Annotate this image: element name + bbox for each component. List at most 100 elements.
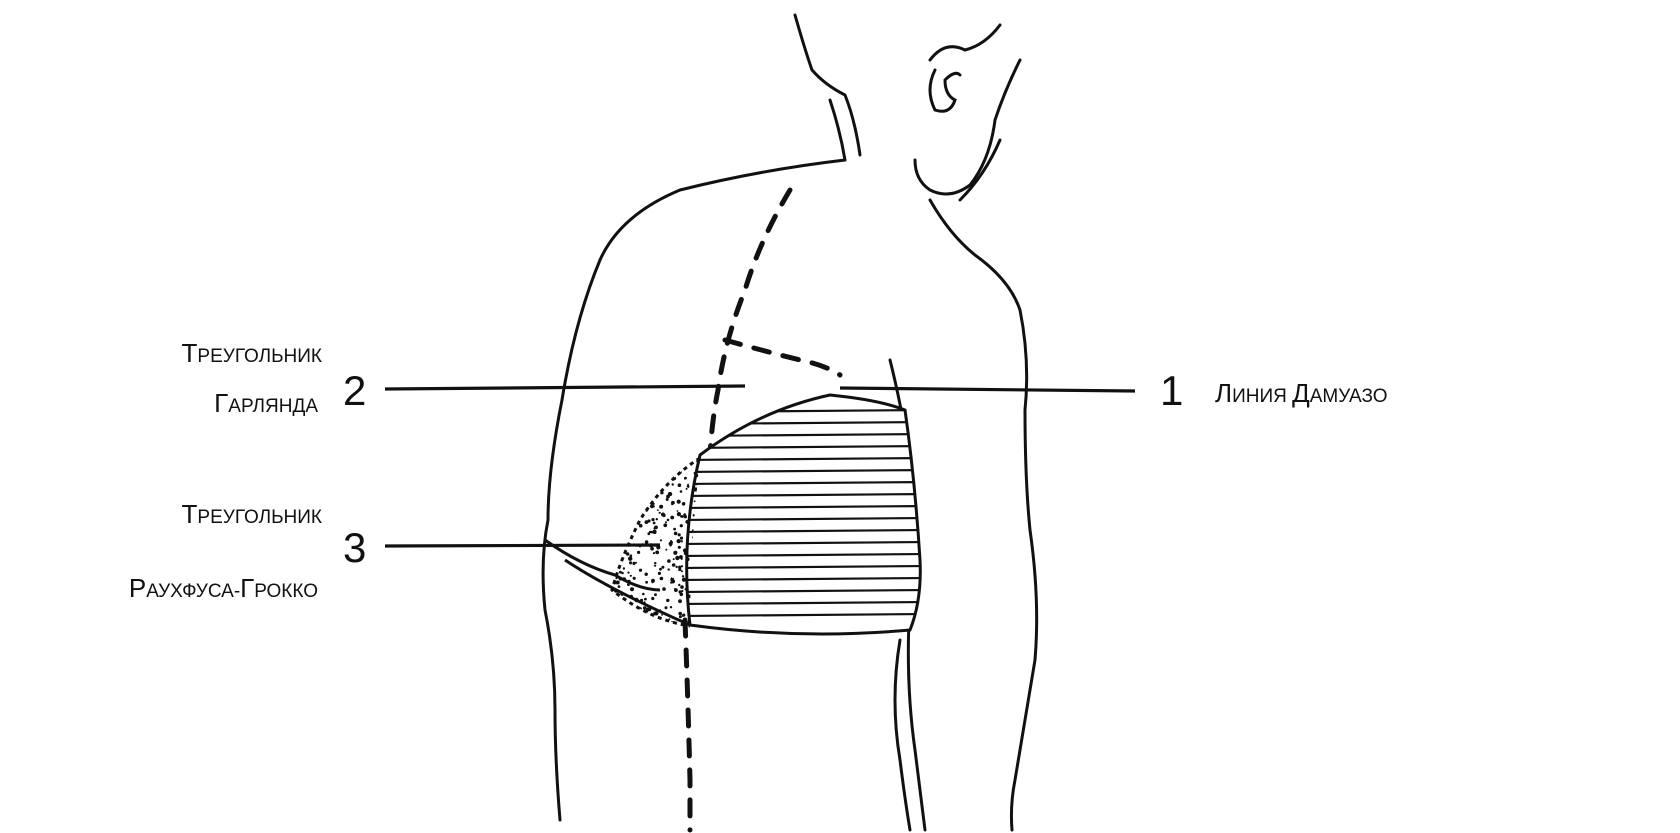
stipple-dot <box>650 497 654 501</box>
stipple-dot <box>607 459 611 463</box>
label-line-damoiseau: 1 ЛИНИЯ ДАМУАЗО <box>1160 367 1388 414</box>
stipple-dot <box>628 531 631 534</box>
stipple-dot <box>659 512 661 514</box>
stipple-dot <box>653 503 655 505</box>
stipple-dot <box>665 549 667 551</box>
stipple-dot <box>679 458 682 461</box>
stipple-dot <box>651 620 654 623</box>
stipple-dot <box>680 490 683 493</box>
stipple-dot <box>618 479 621 482</box>
stipple-dot <box>654 565 656 567</box>
stipple-dot <box>638 494 642 498</box>
stipple-dot <box>616 532 618 534</box>
stipple-dot <box>653 531 656 534</box>
stipple-dot <box>612 507 615 510</box>
stipple-dot <box>604 516 607 519</box>
stipple-dot <box>618 496 621 499</box>
stipple-dot <box>681 565 683 567</box>
stipple-dot <box>684 515 687 518</box>
leader-line-3 <box>385 545 660 546</box>
stipple-dot <box>668 492 672 496</box>
stipple-dot <box>606 626 609 629</box>
stipple-dot <box>617 610 619 612</box>
stipple-dot <box>609 498 612 501</box>
stipple-dot <box>615 521 619 525</box>
stipple-dot <box>678 533 681 536</box>
stipple-dot <box>687 486 689 488</box>
stipple-dot <box>665 469 668 472</box>
stipple-dot <box>670 582 672 584</box>
stipple-dot <box>675 625 677 627</box>
stipple-dot <box>619 605 622 608</box>
stipple-dot <box>696 471 698 473</box>
stipple-dot <box>616 581 620 585</box>
stipple-dot <box>661 513 665 517</box>
label-rauchfuss-triangle: 3 ТРЕУГОЛЬНИК РАУХФУСА-ГРОККО <box>129 499 366 603</box>
stipple-dot <box>677 512 681 516</box>
stipple-dot <box>647 466 651 470</box>
stipple-dot <box>651 579 655 583</box>
stipple-dot <box>649 622 653 626</box>
stipple-dot <box>626 475 629 478</box>
stipple-dot <box>643 501 646 504</box>
stipple-dot <box>614 607 616 609</box>
stipple-dot <box>605 591 608 594</box>
neck-left-contour <box>795 15 860 155</box>
stipple-dot <box>666 469 669 472</box>
stipple-dot <box>675 556 679 560</box>
stipple-dot <box>618 555 621 558</box>
stipple-dot <box>680 537 683 540</box>
stipple-dot <box>650 481 653 484</box>
right-shoulder-contour <box>930 200 1027 410</box>
stipple-dot <box>670 464 674 468</box>
stipple-dot <box>626 522 628 524</box>
stipple-dot <box>604 527 607 530</box>
stipple-dot <box>611 454 614 457</box>
stipple-dot <box>613 532 616 535</box>
stipple-dot <box>650 618 654 622</box>
number-2: 2 <box>343 367 366 414</box>
stipple-dot <box>623 567 625 569</box>
stipple-dot <box>605 592 609 596</box>
stipple-dot <box>625 522 629 526</box>
stipple-dot <box>619 614 622 617</box>
stipple-dot <box>607 561 609 563</box>
leader-line-2 <box>385 386 745 389</box>
stipple-dot <box>611 527 613 529</box>
svg-text:ТРЕУГОЛЬНИК: ТРЕУГОЛЬНИК <box>182 338 322 368</box>
left-shoulder-contour <box>562 160 845 400</box>
stipple-dot <box>628 463 631 466</box>
stipple-dot <box>619 571 622 574</box>
stipple-dot <box>666 498 669 501</box>
stipple-dot <box>626 512 628 514</box>
stipple-dot <box>677 539 681 543</box>
stipple-dot <box>670 578 673 581</box>
stipple-dot <box>619 485 621 487</box>
stipple-dot <box>695 474 699 478</box>
stipple-dot <box>669 542 673 546</box>
stipple-dot <box>694 500 696 502</box>
stipple-dot <box>665 606 668 609</box>
stipple-dot <box>607 548 610 551</box>
stipple-dot <box>631 617 635 621</box>
stipple-dot <box>628 557 632 561</box>
stipple-dot <box>633 577 636 580</box>
stipple-dot <box>608 617 612 621</box>
stipple-dot <box>634 496 637 499</box>
stipple-dot <box>604 526 607 529</box>
stipple-dot <box>660 539 662 541</box>
stipple-dot <box>652 472 655 475</box>
stipple-dot <box>655 456 658 459</box>
stipple-dot <box>684 477 687 480</box>
stipple-dot <box>622 464 624 466</box>
stipple-dot <box>634 490 636 492</box>
stipple-dot <box>605 498 609 502</box>
stipple-dot <box>619 517 621 519</box>
stipple-dot <box>681 570 683 572</box>
stipple-dot <box>645 581 648 584</box>
stipple-dot <box>639 488 642 491</box>
stipple-dot <box>618 585 621 588</box>
stipple-dot <box>683 548 687 552</box>
stipple-dot <box>671 501 675 505</box>
stipple-dot <box>616 475 618 477</box>
